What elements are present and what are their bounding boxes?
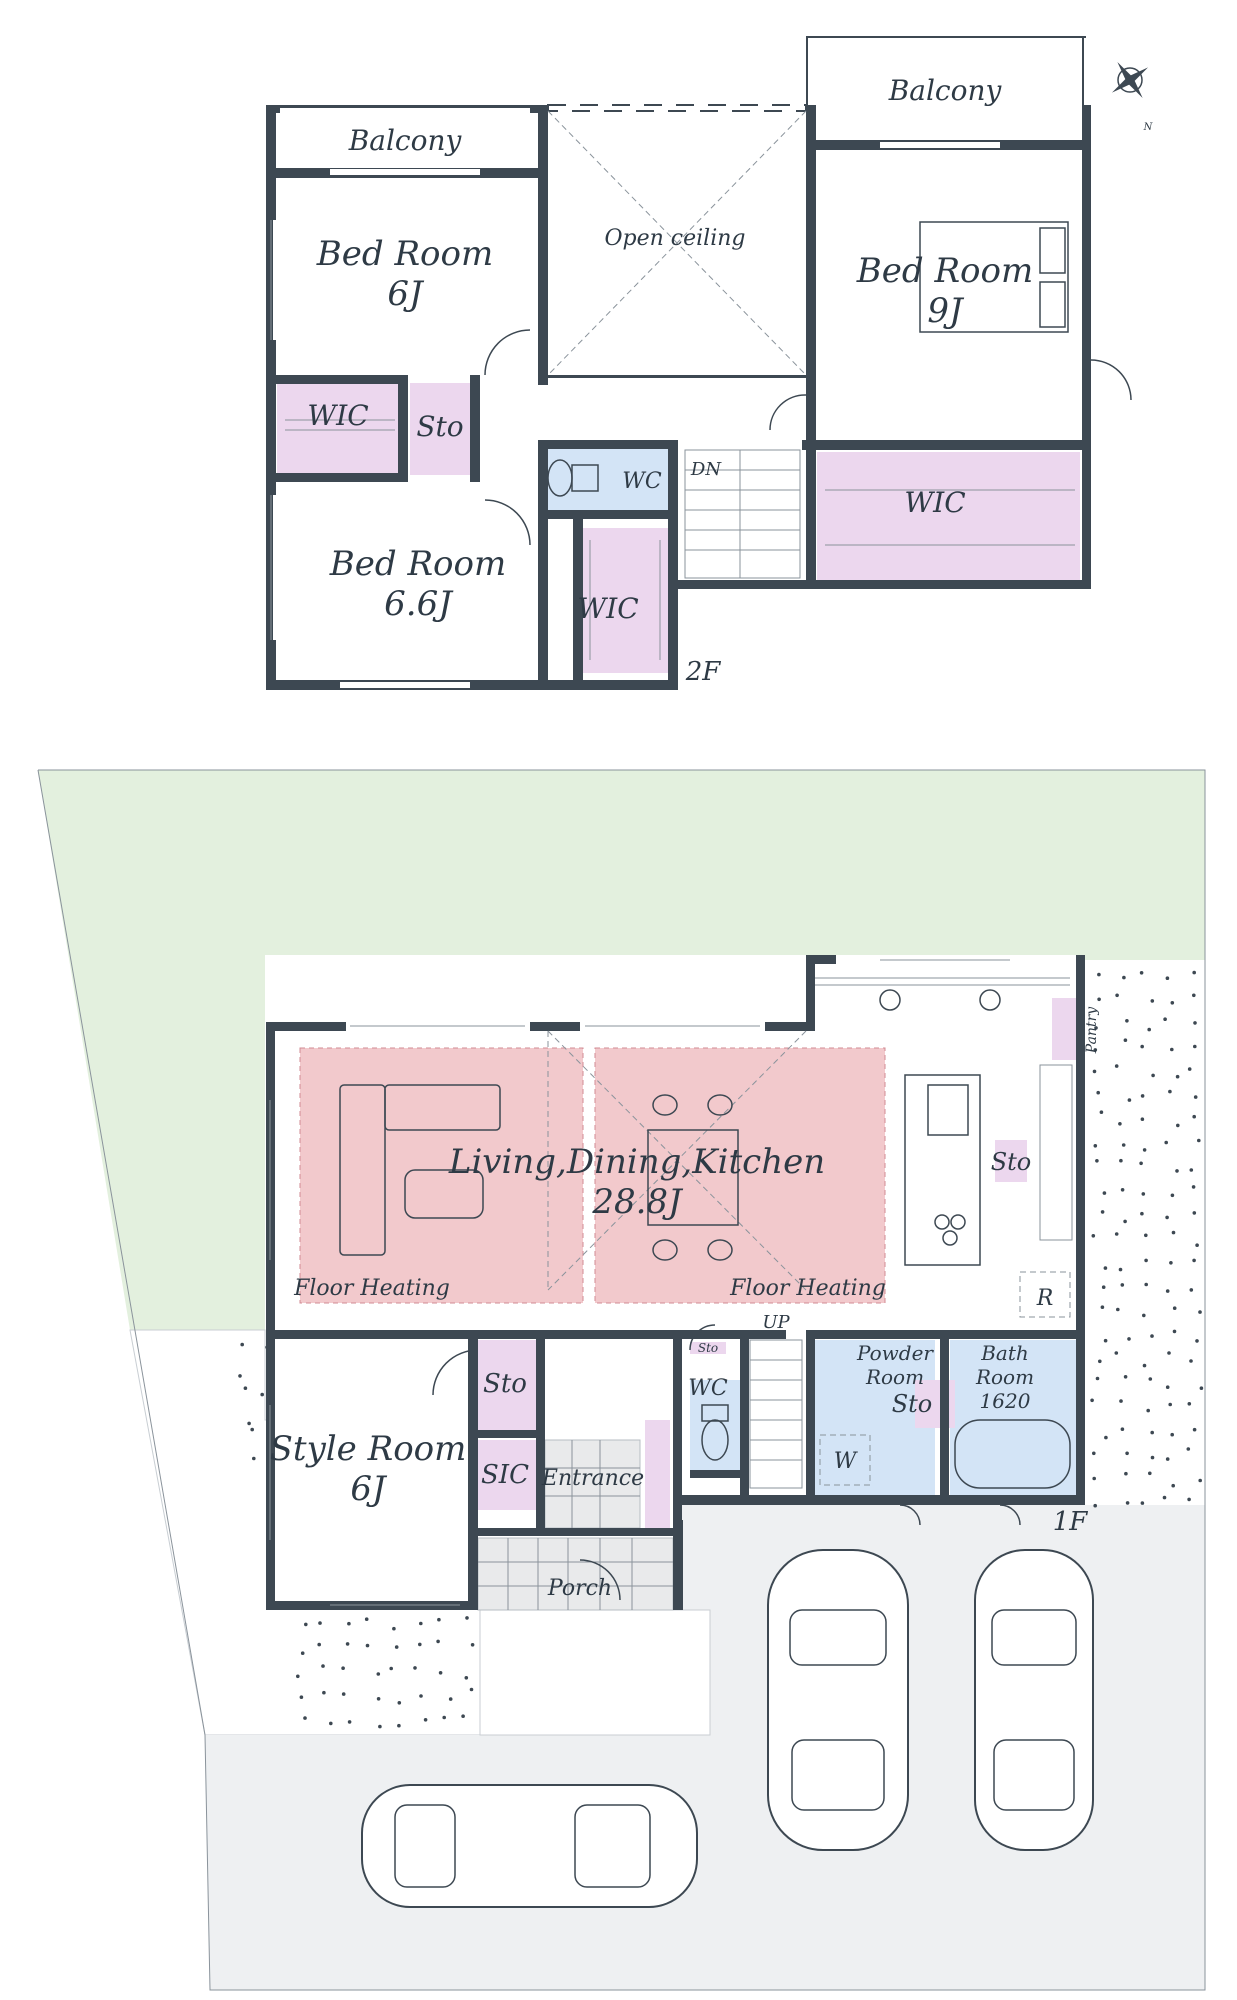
label-style-room-size: 6J: [350, 1469, 388, 1509]
label-bedroom-c-size: 6.6J: [384, 584, 454, 624]
wic-c-fill: [582, 528, 670, 673]
label-stair-dn: DN: [690, 459, 722, 480]
wic-a-fill: [277, 383, 402, 475]
site-ground: [37, 769, 1206, 1991]
label-bedroom-a-size: 6J: [387, 274, 425, 314]
sto-fill: [410, 383, 470, 475]
compass-rose: [1111, 61, 1149, 99]
bath-room-fill: [950, 1340, 1078, 1495]
label-floor-heating-right: Floor Heating: [729, 1276, 886, 1301]
lawn-area: [38, 770, 1205, 1330]
stair-1f: [749, 1339, 803, 1489]
label-wic-b: WIC: [904, 486, 965, 519]
tile-grid: [478, 1440, 673, 1610]
label-fridge: R: [1036, 1286, 1054, 1311]
label-wc-2f: WC: [622, 469, 662, 494]
ldk-heating-right: [594, 1047, 886, 1304]
label-small-sto: Sto: [698, 1341, 718, 1355]
wic-b-fill: [817, 452, 1080, 582]
label-stair-up: UP: [762, 1312, 790, 1333]
label-balcony-right: Balcony: [888, 74, 1003, 107]
label-sto-hall: Sto: [483, 1369, 527, 1399]
label-wic-a: WIC: [307, 399, 368, 432]
label-floor-heating-left: Floor Heating: [293, 1276, 450, 1301]
label-kitchen-sto: Sto: [991, 1148, 1032, 1176]
label-powder-room-2: Room: [865, 1365, 924, 1389]
gravel-area-right: [1085, 960, 1205, 1505]
room-labels: Balcony Balcony Bed Room 6J Open ceiling…: [270, 74, 1154, 1601]
label-bedroom-b-size: 9J: [927, 291, 965, 331]
label-bedroom-b: Bed Room: [856, 251, 1033, 291]
stair-2f: [684, 449, 801, 579]
label-open-ceiling: Open ceiling: [604, 226, 745, 251]
label-bath-size: 1620: [980, 1389, 1031, 1413]
label-ldk-size: 28.8J: [591, 1182, 684, 1222]
label-powder-room-1: Powder: [856, 1341, 934, 1365]
label-wc-1f: WC: [688, 1376, 728, 1401]
label-ldk: Living,Dining,Kitchen: [448, 1142, 825, 1182]
approach-walk: [479, 1609, 711, 1736]
floor-1: [266, 955, 1085, 1611]
car-1: [767, 1549, 909, 1851]
label-bath-1: Bath: [980, 1341, 1029, 1365]
label-powder-sto: Sto: [892, 1390, 933, 1418]
ldk-heating-left: [299, 1047, 584, 1304]
label-floor-1f: 1F: [1053, 1507, 1089, 1537]
car-3: [361, 1784, 698, 1908]
label-entrance: Entrance: [541, 1466, 644, 1491]
label-sic: SIC: [481, 1460, 529, 1490]
car-2: [974, 1549, 1094, 1851]
label-compass-n: N: [1143, 122, 1154, 133]
wc2-fill: [546, 448, 673, 510]
label-bedroom-c: Bed Room: [329, 544, 506, 584]
label-bath-2: Room: [975, 1365, 1034, 1389]
label-floor-2f: 2F: [685, 657, 722, 687]
label-porch: Porch: [547, 1576, 612, 1601]
label-sto-2f: Sto: [416, 410, 463, 443]
wc1-fill: [690, 1380, 740, 1475]
label-pantry: Pantry: [1084, 1006, 1100, 1054]
floor-2: [266, 36, 1132, 690]
label-balcony-left: Balcony: [348, 124, 463, 157]
label-style-room: Style Room: [270, 1429, 467, 1469]
label-wic-c: WIC: [577, 592, 638, 625]
label-bedroom-a: Bed Room: [316, 234, 493, 274]
label-washer: W: [834, 1449, 859, 1474]
